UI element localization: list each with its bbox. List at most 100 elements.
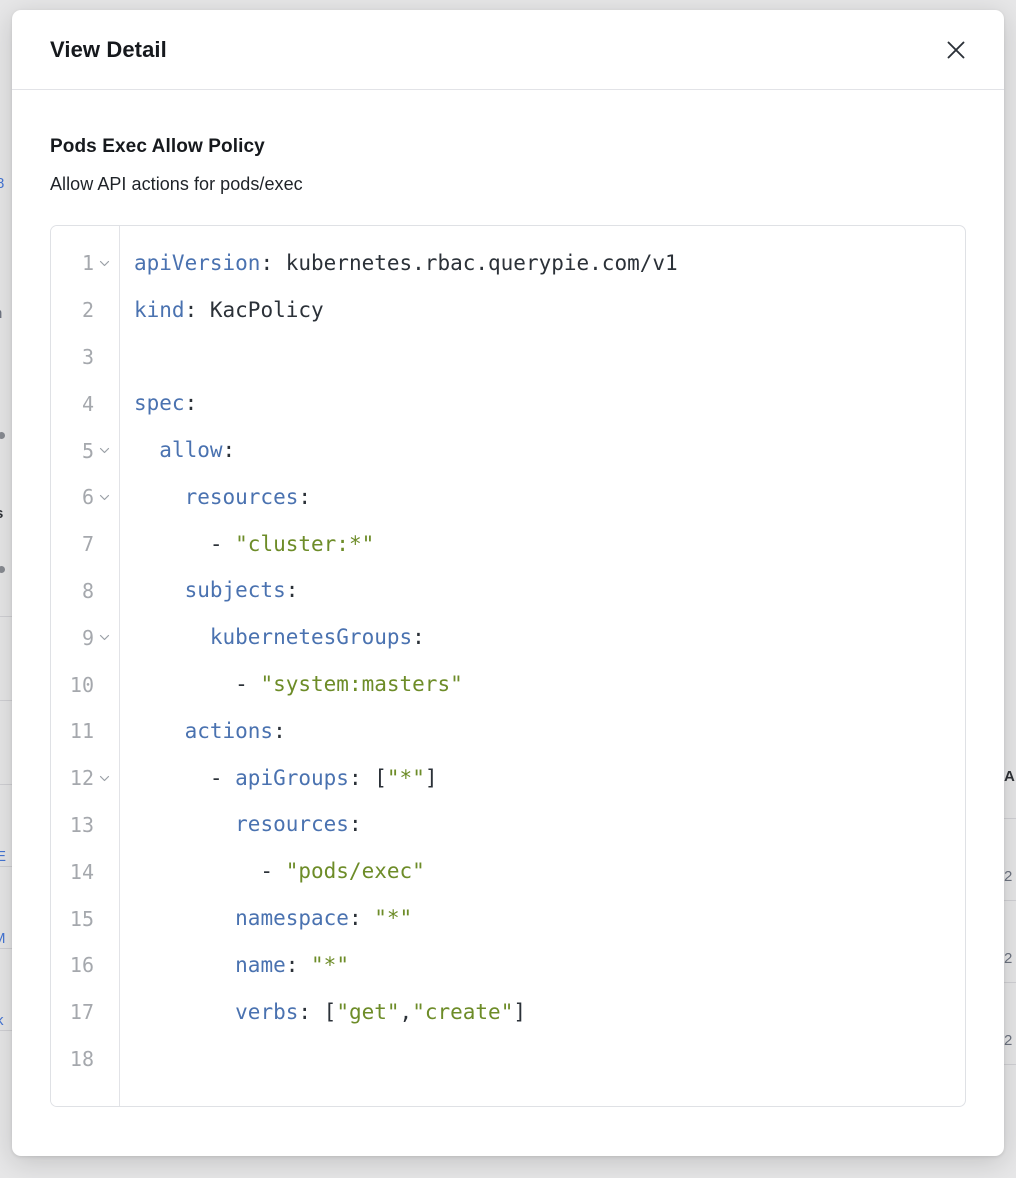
code-token-punct: : <box>298 484 312 509</box>
background-text-fragment: M <box>0 930 6 947</box>
code-token-plain <box>134 440 159 461</box>
code-token-plain: - <box>134 859 286 884</box>
code-token-punct: : <box>348 812 362 837</box>
gutter-row: 12 <box>51 755 119 802</box>
gutter-row: 13 <box>51 802 119 849</box>
modal-body: Pods Exec Allow Policy Allow API actions… <box>12 90 1004 1156</box>
view-detail-modal: View Detail Pods Exec Allow Policy Allow… <box>12 10 1004 1156</box>
background-right-column: A 2 2 2 <box>1002 0 1016 1178</box>
code-token-punct: : <box>273 718 286 743</box>
code-token-key: kubernetesGroups <box>209 625 413 650</box>
code-line: allow: <box>134 427 965 474</box>
code-token-plain: - <box>134 531 236 556</box>
code-line: resources: <box>134 474 965 521</box>
line-number: 4 <box>81 391 94 416</box>
code-token-str: "system:masters" <box>260 672 463 697</box>
close-icon <box>945 39 967 61</box>
editor-code-area[interactable]: apiVersion: kubernetes.rbac.querypie.com… <box>120 226 965 1106</box>
code-line: apiVersion: kubernetes.rbac.querypie.com… <box>134 240 965 287</box>
background-text-fragment: 2 <box>1004 950 1013 967</box>
gutter-row: 1 <box>51 240 119 287</box>
code-token-plain: kubernetes.rbac.querypie.com/v1 <box>285 250 678 275</box>
line-number: 14 <box>69 859 94 884</box>
background-text-fragment: 2 <box>1004 1032 1013 1049</box>
code-token-punct: : <box>285 578 299 603</box>
code-line: kind: KacPolicy <box>134 287 965 334</box>
chevron-down-icon[interactable] <box>96 492 112 503</box>
code-line: actions: <box>134 708 965 755</box>
code-token-plain <box>134 580 185 601</box>
background-left-column: 8nsEMk <box>0 0 14 1178</box>
close-button[interactable] <box>938 32 974 68</box>
gutter-row: 9 <box>51 614 119 661</box>
policy-title: Pods Exec Allow Policy <box>50 136 265 157</box>
chevron-down-icon[interactable] <box>96 445 112 456</box>
line-number: 9 <box>81 625 94 650</box>
code-token-punct: ] <box>424 765 438 790</box>
code-line: spec: <box>134 380 965 427</box>
code-line: - apiGroups: ["*"] <box>134 755 965 802</box>
gutter-row: 7 <box>51 521 119 568</box>
gutter-row: 14 <box>51 848 119 895</box>
code-token-plain <box>134 627 210 648</box>
code-token-str: "create" <box>412 999 514 1024</box>
code-token-plain <box>134 721 185 742</box>
modal-title: View Detail <box>50 36 167 62</box>
gutter-row: 4 <box>51 380 119 427</box>
gutter-row: 2 <box>51 287 119 334</box>
code-token-key: kind <box>134 297 185 322</box>
gutter-row: 17 <box>51 989 119 1036</box>
code-token-punct: : <box>348 765 375 790</box>
code-token-str: "*" <box>386 765 425 790</box>
gutter-row: 8 <box>51 568 119 615</box>
code-token-key: actions <box>184 718 274 743</box>
code-token-key: subjects <box>184 578 286 603</box>
code-token-punct: : <box>285 952 312 977</box>
background-text-fragment: n <box>0 305 2 322</box>
code-token-key: resources <box>235 812 349 837</box>
chevron-down-icon[interactable] <box>96 258 112 269</box>
line-number: 18 <box>69 1046 94 1071</box>
code-token-punct: : <box>298 999 324 1024</box>
code-token-plain: KacPolicy <box>209 297 324 322</box>
code-line: - "cluster:*" <box>134 521 965 568</box>
line-number: 13 <box>69 812 94 837</box>
code-token-str: "*" <box>311 952 349 977</box>
chevron-down-icon[interactable] <box>96 632 112 643</box>
line-number: 3 <box>81 344 94 369</box>
background-text-fragment: A <box>1004 768 1015 785</box>
code-token-str: "*" <box>374 906 413 931</box>
background-text-fragment: 2 <box>1004 868 1013 885</box>
code-line <box>134 1036 965 1083</box>
policy-description: Allow API actions for pods/exec <box>50 174 303 194</box>
code-token-plain <box>134 908 235 929</box>
code-line: kubernetesGroups: <box>134 614 965 661</box>
code-token-punct: ] <box>513 999 527 1024</box>
code-line: - "system:masters" <box>134 661 965 708</box>
gutter-row: 10 <box>51 661 119 708</box>
line-number: 7 <box>81 532 94 557</box>
code-token-key: namespace <box>235 906 349 931</box>
code-line: - "pods/exec" <box>134 848 965 895</box>
line-number: 12 <box>69 766 94 791</box>
code-line: name: "*" <box>134 942 965 989</box>
chevron-down-icon[interactable] <box>96 773 112 784</box>
code-token-key: apiVersion <box>134 250 261 275</box>
line-number: 6 <box>81 485 94 510</box>
background-text-fragment: k <box>0 1012 4 1029</box>
code-token-plain <box>134 814 235 835</box>
background-text-fragment: s <box>0 505 3 522</box>
line-number: 11 <box>69 719 94 744</box>
line-number: 15 <box>69 906 94 931</box>
code-line <box>134 334 965 381</box>
code-token-key: allow <box>159 438 223 463</box>
code-line: resources: <box>134 802 965 849</box>
code-token-key: resources <box>184 484 299 509</box>
gutter-row: 15 <box>51 895 119 942</box>
code-token-key: apiGroups <box>235 765 349 790</box>
gutter-row: 18 <box>51 1036 119 1083</box>
code-token-plain: - <box>134 672 261 697</box>
code-token-str: "get" <box>336 999 400 1024</box>
